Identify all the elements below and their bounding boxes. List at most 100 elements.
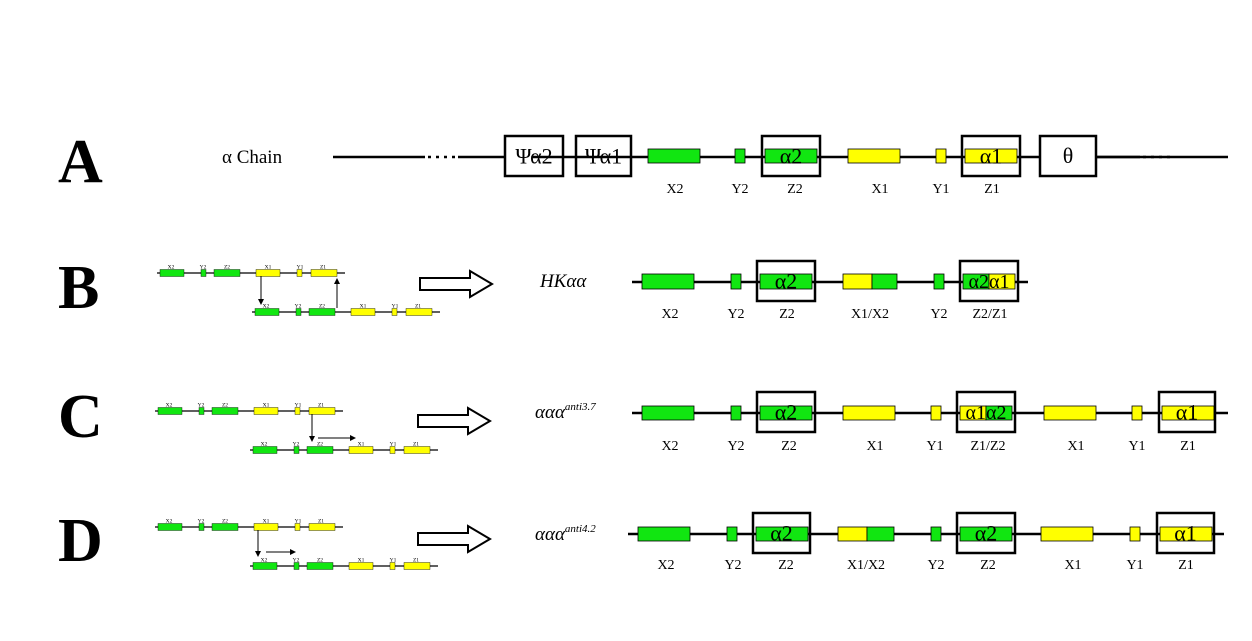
sketch-c-top-segment xyxy=(198,407,205,415)
row-c-segment-x2 xyxy=(641,405,695,421)
row-d-segment-z1b xyxy=(1159,526,1213,542)
sketch-c-top-segment xyxy=(294,407,301,415)
row-d-segment-z2 xyxy=(755,526,809,542)
sketch-b-top-segment-label: Z2 xyxy=(224,265,230,271)
row-a-theta-label: θ xyxy=(1063,143,1074,168)
row-c-label-main: ααα xyxy=(535,402,566,423)
row-b-gene-alpha2-alpha1-box xyxy=(958,259,1020,303)
sketch-b-top-segment-label: Z1 xyxy=(320,265,326,271)
row-c-segment-z2-part xyxy=(985,405,1013,421)
row-d-segment-label: X2 xyxy=(657,558,674,573)
sketch-b-bottom-segment-label: Y1 xyxy=(392,304,399,310)
row-c-gene-alpha1-alpha2-box xyxy=(955,390,1017,434)
sketch-d-top-segment xyxy=(294,523,301,531)
row-c-segment-label: Z1/Z2 xyxy=(971,439,1006,454)
sketch-b-bottom-segment-label: Z1 xyxy=(415,304,421,310)
row-d-segment-label: X1 xyxy=(1064,558,1081,573)
row-d-segment-x1b xyxy=(1040,526,1094,542)
sketch-c-top-segment-label: Z1 xyxy=(318,403,324,409)
sketch-b-top-segment xyxy=(159,269,185,277)
row-b-segment-y2b xyxy=(933,273,945,290)
sketch-d-bottom-segment xyxy=(403,562,431,570)
sketch-b-arrow-down-head xyxy=(258,299,264,305)
row-c-label-sup: anti3.7 xyxy=(565,401,596,413)
sketch-c-top-segment xyxy=(253,407,279,415)
sketch-d-top-segment xyxy=(157,523,183,531)
row-a-segment-y2 xyxy=(734,148,746,164)
sketch-d-top-segment xyxy=(211,523,239,531)
row-a-segment-x2 xyxy=(647,148,701,164)
row-c-segment-label: X1 xyxy=(1067,439,1084,454)
sketch-c-bottom-segment-label: Y1 xyxy=(390,442,397,448)
sketch-b-bottom-segment xyxy=(295,308,302,316)
sketch-c-bottom-segment-label: X1 xyxy=(358,442,365,448)
row-a-segment-label: X1 xyxy=(871,182,888,197)
row-a-gene-alpha1-label: α1 xyxy=(980,144,1003,169)
sketch-b-bottom-segment xyxy=(350,308,376,316)
row-b-gene-alpha2-label: α2 xyxy=(775,269,798,294)
row-a-segment-z2 xyxy=(764,148,818,164)
row-c-segment-y1 xyxy=(930,405,942,421)
row-d-segment-label: Z2 xyxy=(778,558,794,573)
row-d-segment-label: Y2 xyxy=(927,558,944,573)
sketch-d-top-segment-label: X2 xyxy=(166,519,173,525)
sketch-d-bottom-segment xyxy=(348,562,374,570)
sketch-c-arrow-down-head xyxy=(309,436,315,442)
sketch-d-top-segment xyxy=(198,523,205,531)
transition-arrow-c xyxy=(417,406,492,436)
sketch-c-bottom-segment xyxy=(403,446,431,454)
row-a-segment-label: Z1 xyxy=(984,182,1000,197)
row-c-segment-x1b xyxy=(1043,405,1097,421)
row-d-segment-label: X1/X2 xyxy=(847,558,885,573)
sketch-b-bottom-segment xyxy=(308,308,336,316)
row-b-label: HKαα xyxy=(539,271,587,292)
sketch-d-bottom-segment-label: X2 xyxy=(261,558,268,564)
sketch-c-top-segment xyxy=(157,407,183,415)
row-a-segment-label: Z2 xyxy=(787,182,803,197)
sketch-b-bottom-segment-label: Z2 xyxy=(319,304,325,310)
row-b-segment-z2 xyxy=(759,273,813,290)
row-c-segment-label: Y1 xyxy=(926,439,943,454)
row-b-segment-label: Z2 xyxy=(779,307,795,322)
row-d-segment-x2 xyxy=(637,526,691,542)
sketch-c-top-segment xyxy=(211,407,239,415)
row-d-segment-y2b xyxy=(930,526,942,542)
row-c-segment-x1 xyxy=(842,405,896,421)
row-d-segment-label: Y2 xyxy=(724,558,741,573)
row-a-gene-alpha2-box xyxy=(760,134,822,178)
sketch-c-bottom-segment-label: Z1 xyxy=(413,442,419,448)
row-c-gene-alpha2-box xyxy=(755,390,817,434)
row-b-segment-x2 xyxy=(641,273,695,290)
row-d-label-main: ααα xyxy=(535,524,566,545)
row-c-gene-alpha1-label: α1 xyxy=(1176,400,1199,425)
sketch-d-top-segment xyxy=(253,523,279,531)
row-c-segment-y2 xyxy=(730,405,742,421)
row-b-segment-label: Z2/Z1 xyxy=(973,307,1008,322)
row-d-label: αααanti4.2 xyxy=(535,523,596,545)
row-c-label: αααanti3.7 xyxy=(535,401,596,423)
sketch-c-top-segment-label: X1 xyxy=(263,403,270,409)
sketch-c-bottom-segment xyxy=(252,446,278,454)
sketch-d-top-segment-label: X1 xyxy=(263,519,270,525)
sketch-b-top-segment xyxy=(296,269,303,277)
sketch-d-bottom-segment-label: Z1 xyxy=(413,558,419,564)
sketch-d-top-segment-label: Y1 xyxy=(295,519,302,525)
row-c-segment-label: X2 xyxy=(661,439,678,454)
row-d-gene-alpha2b-box xyxy=(955,511,1017,555)
row-d-segment-y1b xyxy=(1129,526,1141,542)
sketch-d-top-segment-label: Z1 xyxy=(318,519,324,525)
row-d-gene-alpha2-label: α2 xyxy=(770,521,793,546)
row-d-segment-x2-part xyxy=(866,526,895,542)
row-a-segment-z1 xyxy=(964,148,1018,164)
sketch-d-top-segment-label: Y2 xyxy=(198,519,205,525)
sketch-d-arrow-down-head xyxy=(255,551,261,557)
sketch-c-bottom-segment-label: Y2 xyxy=(293,442,300,448)
sketch-b-bottom-segment xyxy=(254,308,280,316)
sketch-b-arrow-up-head xyxy=(334,278,340,284)
row-a-theta-box xyxy=(1038,134,1098,178)
row-d-gene-alpha1-box xyxy=(1155,511,1216,555)
sketch-c-top-segment-label: Y2 xyxy=(198,403,205,409)
row-a-gene-alpha2-label: α2 xyxy=(780,144,803,169)
